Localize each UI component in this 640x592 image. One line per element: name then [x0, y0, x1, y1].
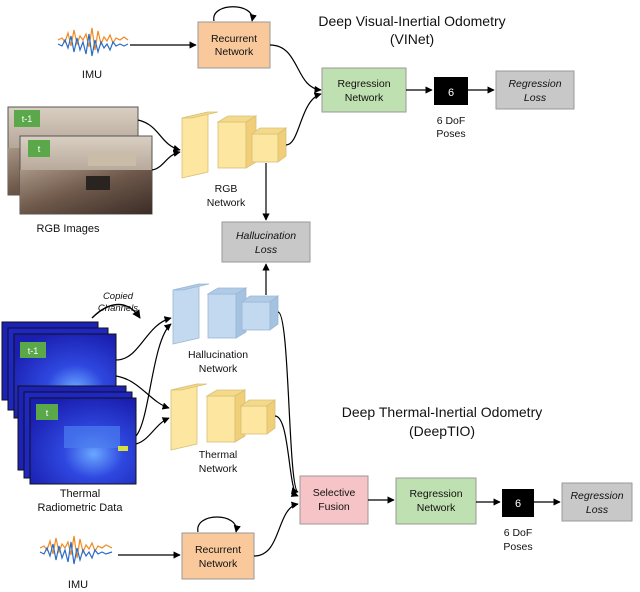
deeptio-title: Deep Thermal-Inertial Odometry [342, 404, 542, 420]
arrow-thermal-prev-to-thermal [115, 375, 170, 410]
fusion-line1: Selective [313, 487, 356, 499]
thermal-frame-cur-label: t [46, 408, 49, 418]
recurrent-top-line2: Network [215, 46, 254, 58]
halluc-net-line2: Network [199, 363, 238, 375]
loss-bottom-line2: Loss [586, 504, 609, 516]
recurrent-bottom-line1: Recurrent [195, 544, 241, 556]
fusion-line2: Fusion [318, 501, 350, 513]
arrow-thermal-cur-to-halluc [135, 323, 172, 437]
arrow-rgb-net-to-regression [285, 92, 322, 146]
thermal-data-line2: Radiometric Data [38, 502, 124, 514]
loss-bottom-line1: Regression [570, 490, 623, 502]
recurrent-top-line1: Recurrent [211, 33, 257, 45]
output-6dof-box-bottom [502, 489, 534, 517]
halluc-loss-line2: Loss [255, 244, 278, 256]
regression-network-bottom [395, 477, 477, 525]
thermal-image-stack-cur: t [17, 385, 137, 485]
arrow-thermal-prev-to-halluc [115, 316, 172, 361]
hallucination-loss [221, 221, 311, 263]
regression-bottom-line2: Network [417, 502, 456, 514]
loss-top-line2: Loss [524, 92, 547, 104]
recurrent-bottom-line2: Network [199, 558, 238, 570]
copied-line1: Copied [103, 291, 134, 302]
recurrent-network-bottom [181, 532, 255, 580]
rgb-frame-prev-label: t-1 [22, 114, 33, 124]
hallucination-network [172, 283, 280, 345]
rgb-image-cur: t [19, 135, 153, 215]
arrow-rgb-cur-to-net [151, 149, 181, 171]
arrow-rgb-prev-to-net [137, 119, 181, 152]
output-value-bottom: 6 [515, 498, 521, 510]
arrow-recurrent-to-fusion [253, 501, 299, 557]
deeptio-subtitle: (DeepTIO) [409, 423, 475, 439]
vinet-title: Deep Visual-Inertial Odometry [318, 13, 505, 29]
recurrent-loop-arrow-bottom [197, 516, 241, 533]
arrow-thermal-cur-to-thermal [135, 417, 170, 445]
output-value-top: 6 [448, 87, 454, 99]
output-6dof-box-top [434, 77, 468, 105]
poses-top-line1: 6 DoF [437, 115, 466, 127]
poses-top-line2: Poses [436, 128, 465, 140]
imu-signal-icon-bottom [39, 535, 113, 565]
imu-label-bottom: IMU [68, 579, 88, 591]
regression-loss-top [495, 70, 575, 110]
selective-fusion [299, 475, 369, 525]
rgb-net-line2: Network [207, 197, 246, 209]
regression-network-top [321, 67, 407, 113]
regression-bottom-line1: Regression [409, 488, 462, 500]
copied-line2: Channels [98, 303, 138, 314]
halluc-loss-line1: Hallucination [236, 230, 296, 242]
regression-top-line1: Regression [337, 78, 390, 90]
arrow-thermal-net-to-fusion [274, 415, 299, 497]
thermal-network [170, 383, 277, 451]
imu-label-top: IMU [82, 69, 102, 81]
recurrent-network-top [197, 21, 271, 69]
regression-top-line2: Network [345, 92, 384, 104]
thermal-data-line1: Thermal [60, 488, 100, 500]
poses-bottom-line1: 6 DoF [504, 527, 533, 539]
thermal-net-line1: Thermal [199, 449, 238, 461]
regression-loss-bottom [561, 482, 633, 522]
vinet-subtitle: (VINet) [390, 31, 434, 47]
recurrent-loop-arrow-top [213, 6, 257, 22]
arrow-halluc-net-to-fusion [277, 311, 299, 495]
loss-top-line1: Regression [508, 78, 561, 90]
copied-channels-arrow [91, 303, 141, 319]
imu-signal-icon-top [57, 27, 129, 57]
rgb-net-line1: RGB [215, 183, 238, 195]
poses-bottom-line2: Poses [503, 541, 532, 553]
rgb-images-label: RGB Images [37, 223, 100, 235]
thermal-net-line2: Network [199, 463, 238, 475]
rgb-network [181, 111, 288, 179]
rgb-frame-cur-label: t [38, 144, 41, 154]
halluc-net-line1: Hallucination [188, 349, 248, 361]
thermal-frame-prev-label: t-1 [28, 346, 39, 356]
arrow-recurrent-to-regression-top [269, 44, 322, 94]
